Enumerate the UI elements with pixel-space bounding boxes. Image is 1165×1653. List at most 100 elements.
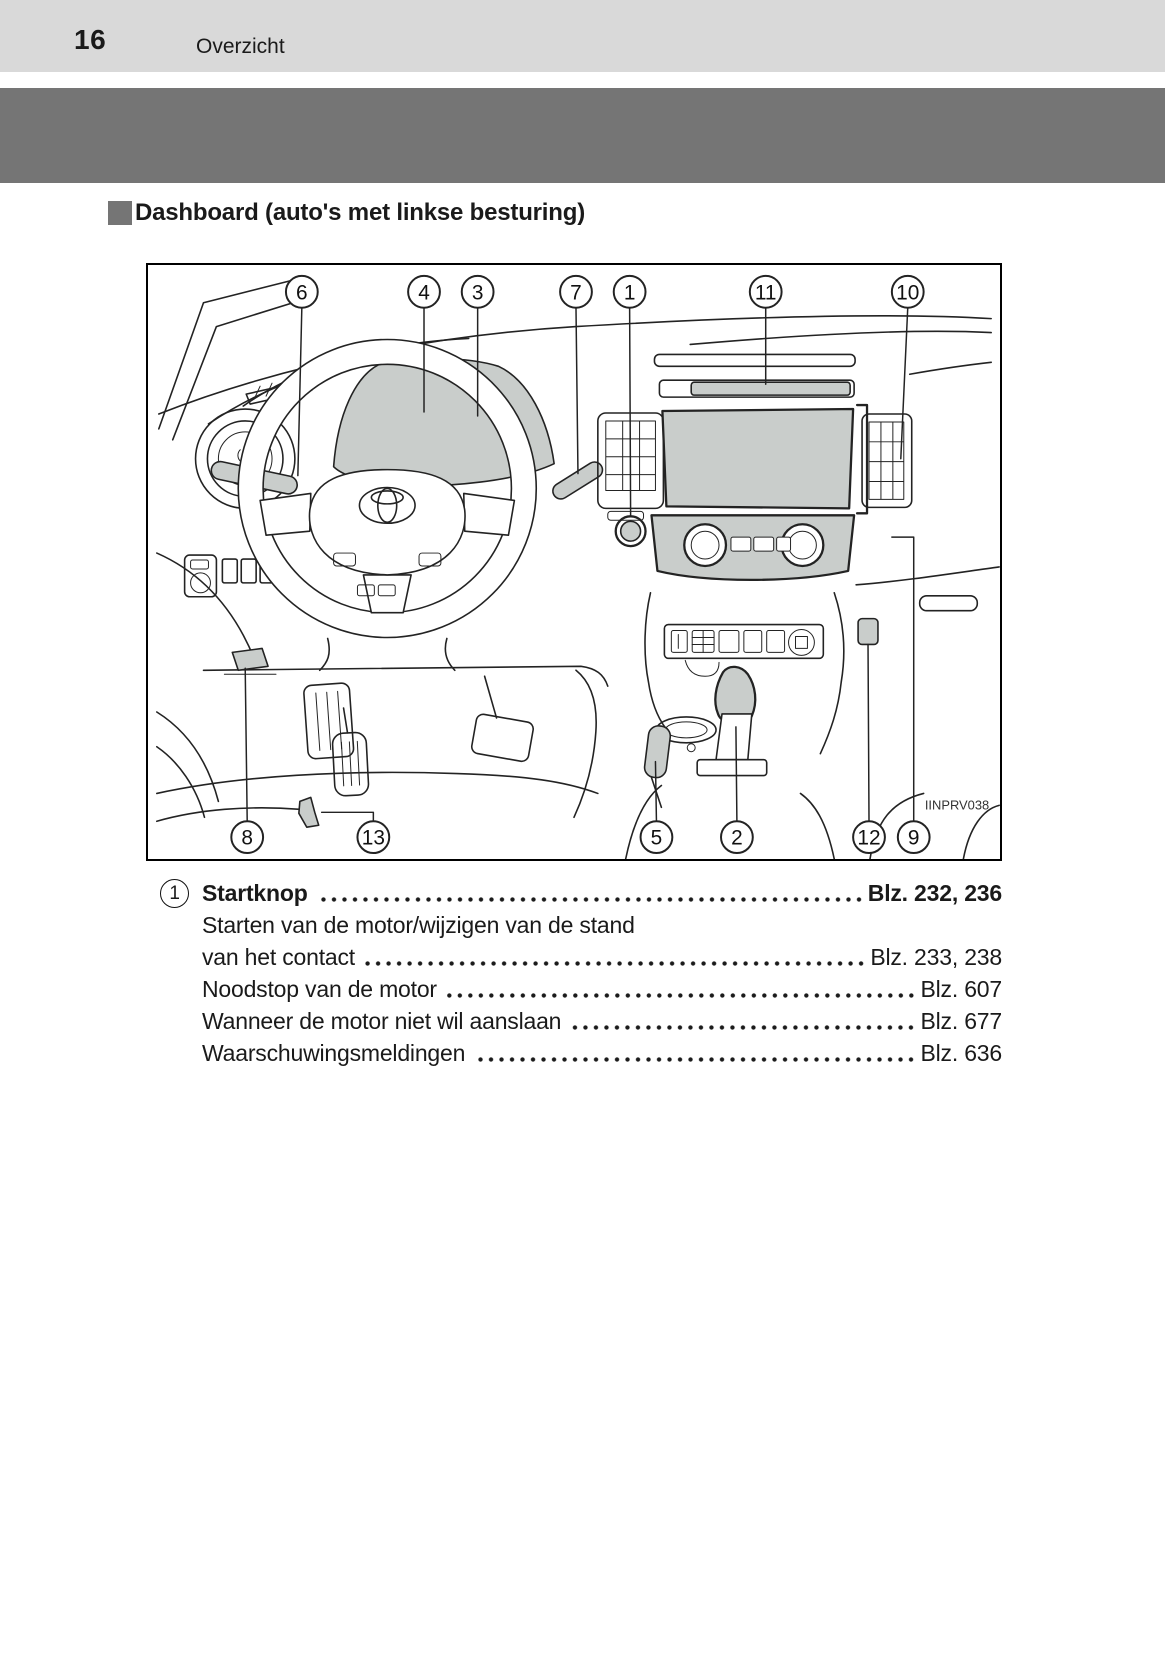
index-row-1: Starten van de motor/wijzigen van de sta… [160, 909, 1002, 941]
floor-line [156, 771, 599, 795]
console-switch [743, 630, 763, 653]
index-label: Waarschuwingsmeldingen [202, 1040, 466, 1066]
console-detail [686, 743, 696, 753]
right-vent-grille [868, 421, 905, 500]
index-label: Starten van de motor/wijzigen van de sta… [202, 912, 635, 938]
section-bullet-square [108, 201, 132, 225]
dot-leader [563, 1005, 918, 1037]
page-reference: Blz. 636 [920, 1040, 1002, 1066]
callout-label-12: 12 [857, 827, 880, 850]
section-title: Dashboard (auto's met linkse besturing) [135, 199, 585, 226]
leader-8 [244, 667, 248, 822]
right-air-vent [861, 413, 913, 509]
console-dial-key [795, 636, 808, 649]
page-number: 16 [74, 24, 107, 55]
a-pillar-line [158, 278, 299, 430]
console-tray [684, 659, 720, 677]
parking-brake-grip [643, 725, 672, 779]
hood-release-lever [231, 647, 269, 672]
dot-leader [467, 1037, 918, 1069]
console-dial [788, 629, 815, 656]
a-pillar-line [171, 297, 307, 441]
callout-leader-lines [244, 306, 915, 822]
console-switch-panel [663, 623, 825, 660]
dash-seam-right [908, 361, 992, 376]
callout-label-7: 7 [570, 281, 582, 304]
door-contour [156, 552, 255, 660]
callout-label-2: 2 [731, 827, 743, 850]
leader-6 [297, 306, 303, 477]
page-reference: Blz. 677 [920, 1008, 1002, 1034]
callout-label-3: 3 [472, 281, 484, 304]
page-reference: Blz. 607 [920, 976, 1002, 1002]
driver-switch-panel [183, 554, 218, 598]
accelerator-arm [342, 707, 349, 734]
start-button [619, 520, 642, 542]
callout-11 [748, 274, 783, 309]
callout-7 [559, 274, 593, 309]
callout-label-10: 10 [896, 281, 919, 304]
indent-spacer [160, 1037, 202, 1069]
floor-line [156, 807, 301, 823]
item-number-badge: 1 [160, 878, 189, 908]
page-reference: Blz. 232, 236 [867, 880, 1002, 906]
callout-12 [852, 820, 886, 855]
toyota-emblem-vertical [377, 487, 398, 524]
footrest-ribs [315, 690, 343, 751]
wheel-button [356, 584, 375, 597]
climate-button [730, 536, 752, 552]
defroster-slot [653, 353, 856, 368]
callout-label-5: 5 [651, 827, 663, 850]
accessory-socket-cover [857, 617, 879, 646]
callout-label-6: 6 [296, 281, 308, 304]
callout-8 [230, 820, 265, 855]
callout-label-9: 9 [908, 827, 920, 850]
index-row-5: Waarschuwingsmeldingen Blz. 636 [160, 1037, 1002, 1069]
index-label: Noodstop van de motor [202, 976, 437, 1002]
console-switch [766, 630, 786, 653]
callout-9 [896, 820, 931, 855]
dot-leader [357, 941, 868, 973]
indent-spacer [160, 973, 202, 1005]
wheel-spoke-left [259, 492, 312, 536]
index-label: Startknop [202, 880, 308, 906]
callout-6 [284, 274, 319, 309]
leader-5 [654, 760, 658, 822]
callout-label-13: 13 [362, 827, 385, 850]
door-contour [156, 711, 220, 803]
callout-label-4: 4 [418, 281, 430, 304]
callout-label-8: 8 [241, 827, 253, 850]
leader-12 [867, 643, 870, 822]
climate-knob-left-inner [690, 530, 720, 560]
vent-tab [607, 510, 645, 521]
chapter-name: Overzicht [196, 35, 285, 58]
steering-wheel-outer [237, 338, 538, 639]
tunnel-side [573, 669, 597, 819]
touchscreen [661, 407, 855, 510]
dot-leader [310, 877, 866, 909]
wheel-spoke-right [462, 492, 516, 536]
leader-10 [900, 306, 909, 460]
footrest [303, 682, 355, 760]
page-reference: Blz. 233, 238 [870, 944, 1002, 970]
indent-spacer [160, 941, 202, 973]
start-button-ring [614, 515, 647, 548]
console-bottom-right [799, 792, 836, 859]
console-switch [718, 630, 740, 653]
steering-column [318, 637, 456, 672]
callout-13 [356, 820, 391, 855]
leader-7 [575, 306, 579, 475]
screen-bracket [855, 403, 869, 515]
glovebox-seam [855, 566, 1000, 586]
console-switch [670, 630, 688, 653]
console-side-right [819, 591, 845, 755]
accelerator-ribs [340, 740, 361, 787]
leader-9 [891, 536, 915, 822]
wheel-spoke-bottom [362, 574, 412, 614]
indent-spacer [160, 1005, 202, 1037]
